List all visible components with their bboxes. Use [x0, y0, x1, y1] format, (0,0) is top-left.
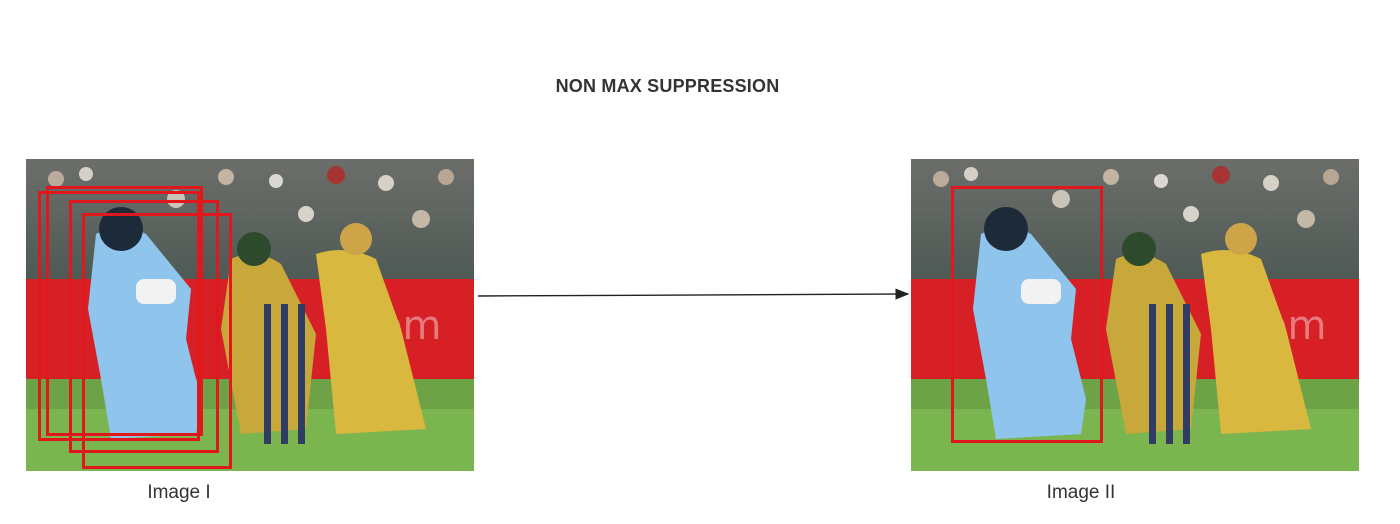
bounding-box: [951, 186, 1103, 443]
bounding-box: [82, 213, 232, 469]
cricket-photo: com: [911, 159, 1359, 471]
bounding-box: [69, 200, 219, 453]
caption-image-two: Image II: [1046, 482, 1116, 503]
bounding-box: [46, 186, 203, 436]
cricket-photo: com: [26, 159, 474, 471]
diagram-title: NON MAX SUPPRESSION: [555, 76, 780, 96]
image-two: com: [911, 159, 1359, 471]
image-one: com: [26, 159, 474, 471]
caption-image-one: Image I: [147, 482, 211, 503]
bounding-box: [38, 191, 200, 441]
